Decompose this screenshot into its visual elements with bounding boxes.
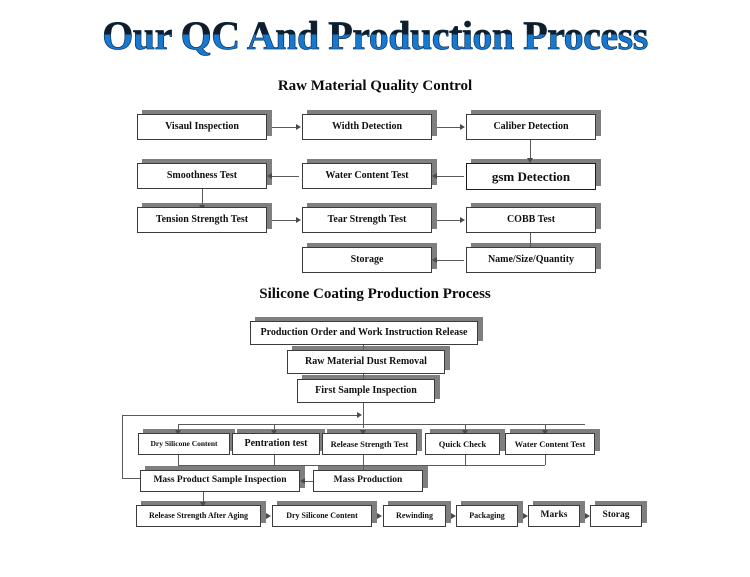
- box-quick-check[interactable]: Quick Check: [425, 433, 500, 455]
- box-cobb-test[interactable]: COBB Test: [466, 207, 596, 233]
- connector-line: [274, 424, 275, 432]
- section-heading-raw-material: Raw Material Quality Control: [277, 78, 473, 94]
- arrow-head: [523, 512, 528, 519]
- box-visaul-inspection[interactable]: Visaul Inspection: [137, 114, 267, 140]
- connector-line: [437, 260, 464, 261]
- box-marks[interactable]: Marks: [528, 505, 580, 527]
- page-title: Our QC And Production Process: [0, 13, 750, 58]
- connector-line: [178, 424, 179, 432]
- connector-line: [272, 220, 297, 221]
- feedback-line: [122, 415, 123, 478]
- arrow-head: [526, 158, 533, 163]
- arrow-head: [270, 430, 277, 435]
- box-name-size-quantity[interactable]: Name/Size/Quantity: [466, 247, 596, 273]
- box-caliber-detection[interactable]: Caliber Detection: [466, 114, 596, 140]
- arrow-head: [357, 411, 362, 418]
- arrow-head: [451, 512, 456, 519]
- box-storag[interactable]: Storag: [590, 505, 642, 527]
- section-heading-silicone-coating: Silicone Coating Production Process: [259, 286, 491, 302]
- arrow-head: [541, 430, 548, 435]
- box-pentration-test[interactable]: Pentration test: [232, 433, 320, 455]
- connector-line: [274, 455, 275, 465]
- arrow-head: [266, 512, 271, 519]
- connector-line: [272, 127, 297, 128]
- connector-line: [202, 189, 203, 207]
- box-first-sample-inspection[interactable]: First Sample Inspection: [297, 379, 435, 403]
- connector-line: [305, 481, 314, 482]
- box-raw-material-dust-removal[interactable]: Raw Material Dust Removal: [287, 350, 445, 374]
- connector-line: [203, 492, 204, 504]
- box-rewinding[interactable]: Rewinding: [383, 505, 446, 527]
- arrow-head: [460, 216, 465, 223]
- box-dry-silicone-content-2[interactable]: Dry Silicone Content: [272, 505, 372, 527]
- connector-line: [437, 176, 464, 177]
- box-mass-product-sample-inspection[interactable]: Mass Product Sample Inspection: [140, 470, 300, 492]
- arrow-head: [199, 502, 206, 507]
- connector-line: [178, 455, 179, 465]
- connector-line: [545, 455, 546, 465]
- connector-line: [363, 403, 364, 428]
- arrow-head: [377, 512, 382, 519]
- arrow-head: [174, 430, 181, 435]
- feedback-line: [122, 478, 140, 479]
- connector-line: [465, 424, 466, 432]
- arrow-head: [432, 172, 437, 179]
- connector-line: [272, 176, 299, 177]
- box-tension-strength-test[interactable]: Tension Strength Test: [137, 207, 267, 233]
- connector-line: [363, 455, 364, 473]
- box-mass-production[interactable]: Mass Production: [313, 470, 423, 492]
- box-release-strength-test[interactable]: Release Strength Test: [322, 433, 417, 455]
- box-water-content-test-2[interactable]: Water Content Test: [505, 433, 595, 455]
- box-gsm-detection[interactable]: gsm Detection: [466, 163, 596, 190]
- box-water-content-test[interactable]: Water Content Test: [302, 163, 432, 189]
- connector-line: [545, 424, 546, 432]
- arrow-head: [585, 512, 590, 519]
- feedback-line: [122, 415, 358, 416]
- arrow-head: [359, 430, 366, 435]
- connector-line: [530, 233, 531, 249]
- box-width-detection[interactable]: Width Detection: [302, 114, 432, 140]
- connector-line: [530, 140, 531, 160]
- arrow-head: [460, 123, 465, 130]
- box-packaging[interactable]: Packaging: [456, 505, 518, 527]
- box-tear-strength-test[interactable]: Tear Strength Test: [302, 207, 432, 233]
- arrow-head: [296, 216, 301, 223]
- distribution-bus: [178, 424, 585, 425]
- arrow-head: [461, 430, 468, 435]
- box-storage[interactable]: Storage: [302, 247, 432, 273]
- arrow-head: [296, 123, 301, 130]
- arrow-head: [432, 256, 437, 263]
- box-dry-silicone-content-1[interactable]: Dry Silicone Content: [138, 433, 230, 455]
- connector-line: [465, 455, 466, 465]
- collector-bus: [178, 465, 545, 466]
- connector-line: [437, 127, 461, 128]
- arrow-head: [300, 477, 305, 484]
- box-production-order-release[interactable]: Production Order and Work Instruction Re…: [250, 321, 478, 345]
- arrow-head: [267, 172, 272, 179]
- box-release-strength-after-aging[interactable]: Release Strength After Aging: [136, 505, 261, 527]
- connector-line: [437, 220, 461, 221]
- box-smoothness-test[interactable]: Smoothness Test: [137, 163, 267, 189]
